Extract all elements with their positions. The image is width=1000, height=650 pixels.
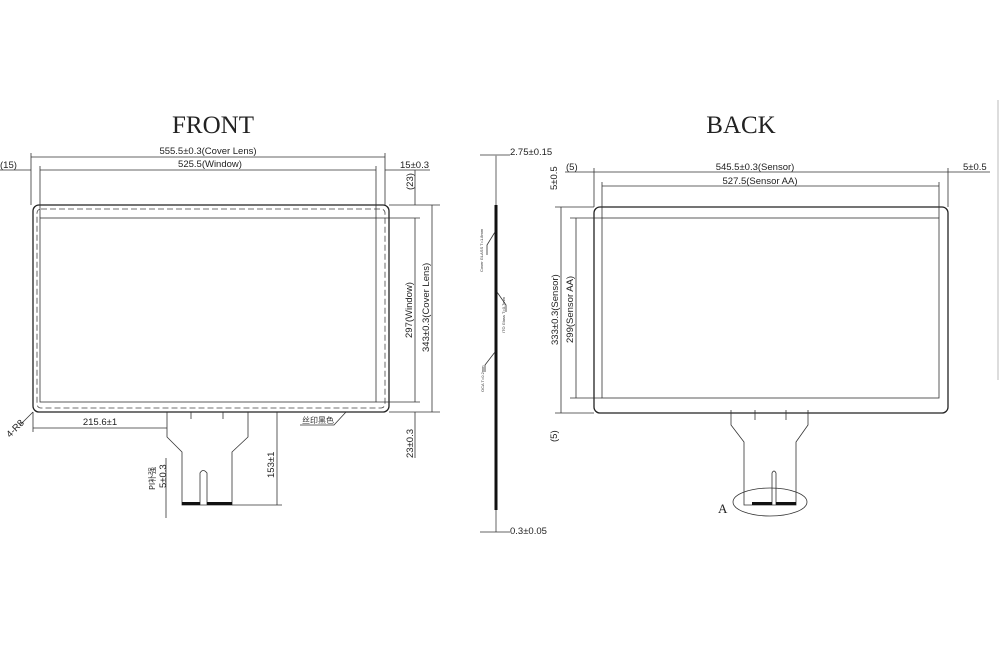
- front-fpc-tail: [166, 412, 249, 506]
- side-fpc-thickness: 0.3±0.05: [510, 526, 547, 537]
- front-left-margin: (15): [0, 160, 17, 171]
- front-view: 555.5±0.3(Cover Lens) 525.5(Window) (15)…: [0, 146, 440, 518]
- back-sensor-width: 545.5±0.3(Sensor): [716, 162, 795, 173]
- back-sensor-height: 333±0.3(Sensor): [550, 274, 561, 345]
- side-layer-cover-glass: Cover GLASS T=1.8mm: [479, 228, 484, 272]
- back-fpc-pad-left: [752, 502, 772, 505]
- front-fpc-pad-right: [207, 502, 232, 505]
- front-cover-lens-width: 555.5±0.3(Cover Lens): [159, 146, 256, 157]
- front-window-width: 525.5(Window): [178, 159, 242, 170]
- back-sensor-aa-width: 527.5(Sensor AA): [723, 176, 798, 187]
- front-tail-length: 153±1: [266, 452, 277, 478]
- side-total-thickness: 2.75±0.15: [510, 147, 552, 158]
- back-right-margin: 5±0.5: [963, 162, 987, 173]
- front-pi-thickness: 5±0.3: [158, 464, 169, 488]
- back-title: BACK: [706, 112, 775, 139]
- side-view: 2.75±0.15 0.3±0.05 Cover GLASS T=1.8mm I…: [479, 147, 552, 537]
- detail-a-callout: [732, 487, 808, 517]
- back-sensor-outline: [593, 206, 949, 414]
- detail-a-label: A: [718, 501, 728, 516]
- back-view: A 545.5±0.3(Sensor) 527.5(Sensor AA) (5)…: [549, 162, 990, 517]
- front-bottom-margin: 23±0.3: [405, 429, 416, 458]
- front-fpc-pad-left: [182, 502, 200, 505]
- side-layer-ito-glass: ITO Glass T=0.7mm: [501, 296, 506, 333]
- back-fpc-slot: [771, 470, 777, 505]
- side-layer-oca: OCA T=0.2mm: [480, 365, 485, 392]
- back-fpc-pad-right: [776, 502, 796, 505]
- front-title: FRONT: [172, 112, 254, 139]
- front-cover-lens-outline: [32, 204, 390, 413]
- front-tail-offset: 215.6±1: [83, 417, 117, 428]
- back-top-margin: 5±0.5: [549, 166, 560, 190]
- front-silkscreen-border: [36, 208, 386, 409]
- front-window-height: 297(Window): [404, 282, 415, 338]
- front-fpc-slot: [199, 470, 208, 505]
- front-right-margin: 15±0.3: [400, 160, 429, 171]
- front-cover-lens-height: 343±0.3(Cover Lens): [421, 263, 432, 352]
- back-sensor-aa: [601, 217, 940, 399]
- back-bottom-margin: (5): [549, 430, 560, 442]
- front-window-area: [39, 217, 377, 403]
- front-pi-stiffener-label: PI补强: [147, 467, 157, 490]
- back-fpc-tail: [730, 410, 809, 506]
- back-sensor-aa-height: 299(Sensor AA): [565, 276, 576, 343]
- back-left-margin: (5): [566, 162, 578, 173]
- front-top-margin: (23): [405, 173, 416, 190]
- front-silkscreen-note: 丝印黑色: [302, 415, 334, 425]
